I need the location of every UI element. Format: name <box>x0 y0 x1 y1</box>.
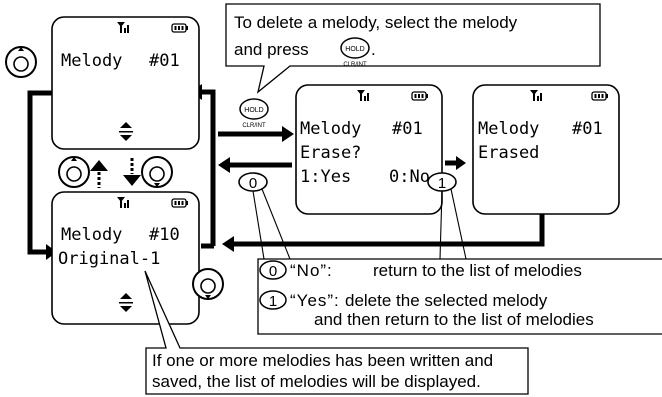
top-callout-period: . <box>371 40 376 59</box>
legend-no-text: return to the list of melodies <box>373 261 582 280</box>
screen-melody-original: Melody #10 Original-1 <box>51 191 200 325</box>
hold-key-inline-label: HOLD <box>345 46 364 53</box>
scroll-indicator-icon <box>119 293 133 312</box>
hold-key-button[interactable]: HOLD CLR/INT <box>239 98 269 129</box>
scroll-indicator-icon <box>119 122 133 141</box>
legend-no-key-label: 0 <box>269 263 277 280</box>
melody-number: #01 <box>572 119 603 139</box>
no-option: 0:No <box>389 167 430 187</box>
legend-yes-key-icon: 1 <box>259 290 287 310</box>
bottom-callout-line2: saved, the list of melodies will be disp… <box>152 372 481 391</box>
top-callout: To delete a melody, select the melody an… <box>225 3 601 94</box>
hold-key-label: HOLD <box>244 107 263 114</box>
erase-prompt: Erase? <box>300 143 361 163</box>
melody-title: Melody <box>61 225 122 245</box>
hold-key-sublabel: CLR/INT <box>242 123 266 129</box>
arrow-back-to-list <box>218 157 292 173</box>
bottom-callout-line1: If one or more melodies has been written… <box>152 351 493 370</box>
melody-number: #01 <box>392 119 423 139</box>
down-nav-key-icon[interactable] <box>141 156 173 188</box>
arrow-to-erased <box>445 156 466 170</box>
down-arrow-icon <box>123 158 141 186</box>
one-key-button[interactable]: 1 <box>427 172 457 192</box>
up-nav-key-icon[interactable] <box>5 46 37 78</box>
hold-key-inline-sublabel: CLR/INT <box>343 62 367 68</box>
screen-erased: Melody #01 Erased <box>472 84 620 215</box>
legend-pointers <box>252 188 467 260</box>
left-scroll-arrows <box>58 156 173 188</box>
legend-no-label: “No”: <box>290 261 333 280</box>
melody-number: #01 <box>149 51 180 71</box>
legend-yes-text1: delete the selected melody <box>345 291 548 310</box>
hold-key-inline: HOLD CLR/INT <box>340 37 370 68</box>
melody-title: Melody <box>61 51 122 71</box>
melody-title: Melody <box>478 119 539 139</box>
one-key-label: 1 <box>438 175 446 192</box>
zero-key-label: 0 <box>249 175 257 192</box>
top-callout-line1: To delete a melody, select the melody <box>234 13 518 32</box>
bottom-callout: If one or more melodies has been written… <box>144 270 529 395</box>
melody-name: Original-1 <box>58 249 160 269</box>
zero-key-button[interactable]: 0 <box>238 172 268 192</box>
down-nav-key-icon[interactable] <box>192 268 224 300</box>
return-arrow <box>222 214 545 252</box>
melody-number: #10 <box>149 225 180 245</box>
melody-title: Melody <box>300 119 361 139</box>
erased-status: Erased <box>478 143 539 163</box>
arrow-to-erase <box>218 126 294 142</box>
screen-melody-list: Melody #01 <box>51 16 200 150</box>
yes-option: 1:Yes <box>300 167 351 187</box>
screen-erase-confirm: Melody #01 Erase? 1:Yes 0:No <box>295 84 443 215</box>
up-arrow-icon <box>90 160 108 188</box>
up-nav-key-icon[interactable] <box>58 156 90 188</box>
legend-box: 0 “No”: return to the list of melodies 1… <box>257 258 662 335</box>
legend-yes-text2: and then return to the list of melodies <box>314 310 594 329</box>
legend-yes-key-label: 1 <box>269 293 277 310</box>
legend-no-key-icon: 0 <box>259 260 287 280</box>
top-callout-line2: and press <box>234 40 309 59</box>
legend-yes-label: “Yes”: <box>290 291 340 310</box>
